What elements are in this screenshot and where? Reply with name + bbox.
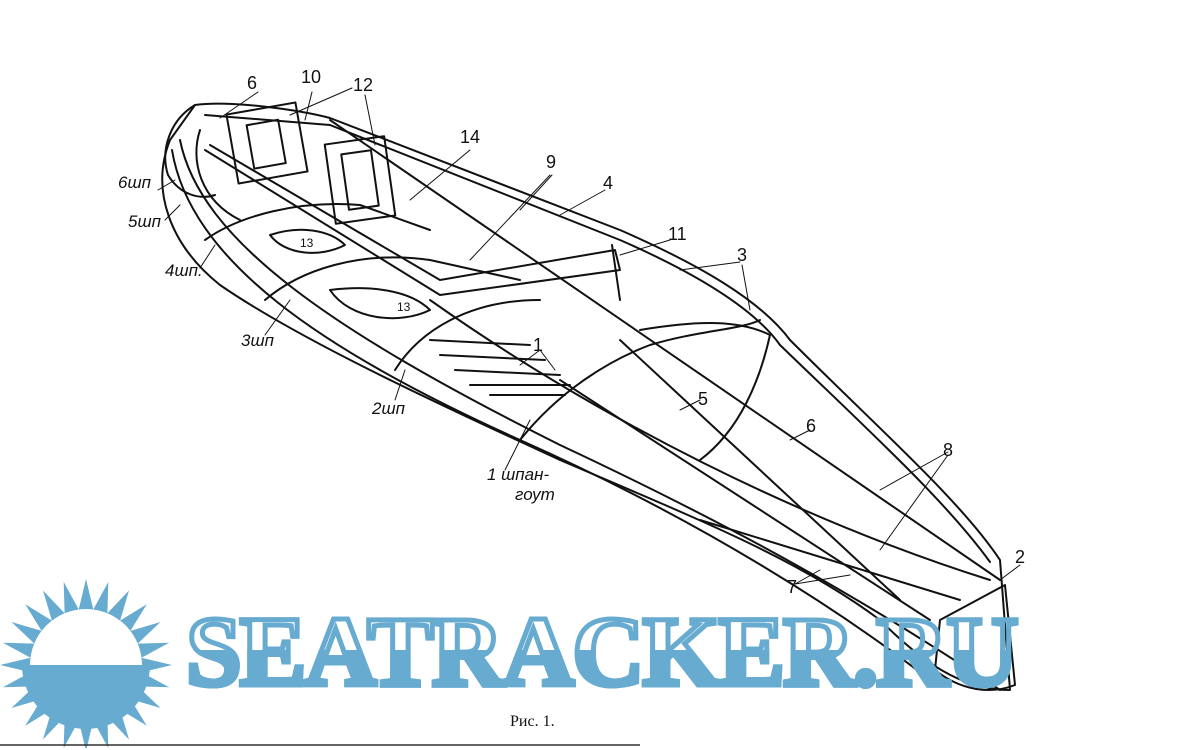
label-2: 2 <box>1015 547 1026 567</box>
label-1: 1 <box>533 335 544 355</box>
label-6-top: 6 <box>247 73 258 93</box>
label-14: 14 <box>460 127 481 147</box>
label-10: 10 <box>301 67 322 87</box>
frame-4 <box>204 203 431 241</box>
transom <box>934 584 1016 691</box>
label-12: 12 <box>353 75 374 95</box>
floorboards <box>429 339 571 396</box>
label-frame-3: 3шп <box>241 331 274 350</box>
frame-6 <box>164 104 216 198</box>
frame-5 <box>195 129 241 221</box>
label-3: 3 <box>737 245 748 265</box>
label-4: 4 <box>603 173 614 193</box>
label-9: 9 <box>546 152 557 172</box>
label-frame-2: 2шп <box>372 399 405 418</box>
page-edge-line <box>0 744 640 746</box>
label-7: 7 <box>787 577 798 597</box>
label-13-a: 13 <box>300 236 314 250</box>
frame-1 <box>519 319 761 441</box>
label-frame-4: 4шп. <box>165 261 203 280</box>
frame-2 <box>394 299 541 371</box>
gunwale-inner <box>204 114 991 563</box>
label-frame-5: 5шп <box>128 212 161 231</box>
label-frame-6: 6шп <box>118 173 151 192</box>
label-5: 5 <box>698 389 709 409</box>
frame-3 <box>264 256 521 301</box>
label-13-b: 13 <box>397 300 411 314</box>
sun-logo-icon <box>0 579 172 748</box>
label-6-mid: 6 <box>806 416 817 436</box>
keel-line <box>179 139 1001 691</box>
seat-back-1 <box>225 101 309 185</box>
label-frame-1-line2: гоут <box>515 485 555 504</box>
seat-back-2 <box>323 135 397 225</box>
figure-caption: Рис. 1. <box>510 713 555 730</box>
thwart <box>204 144 621 296</box>
label-frame-1-line1: 1 шпан- <box>487 465 550 484</box>
label-11: 11 <box>668 224 687 244</box>
watermark-text: SEATRACKER.RU <box>184 596 1022 707</box>
label-8: 8 <box>943 440 954 460</box>
